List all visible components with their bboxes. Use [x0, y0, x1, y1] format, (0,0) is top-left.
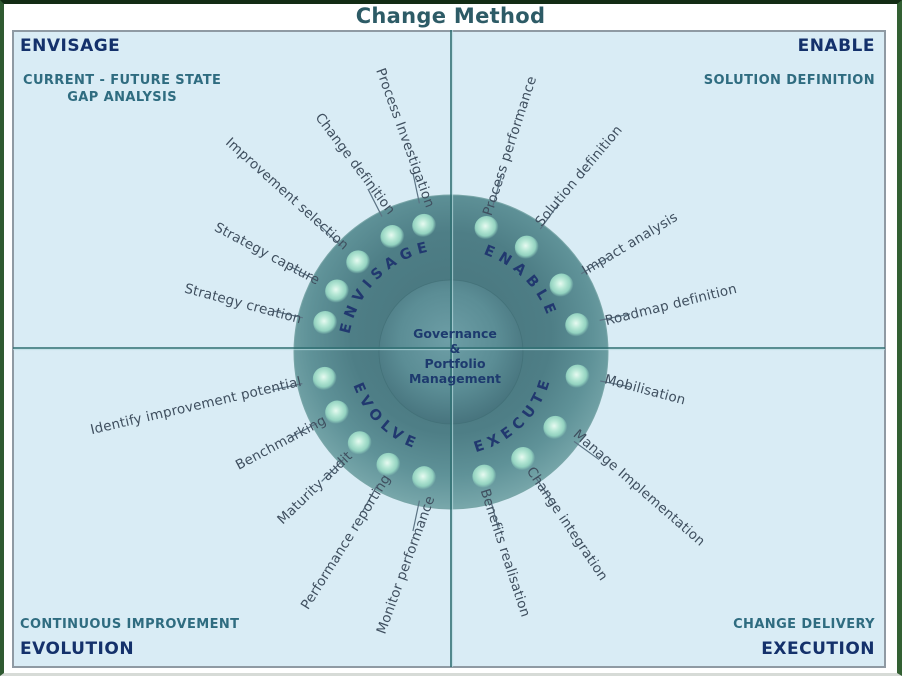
quadrant-enable-subtitle: SOLUTION DEFINITION — [703, 73, 875, 88]
quadrant-box: ENVISAGE CURRENT - FUTURE STATE GAP ANAL… — [12, 30, 886, 668]
quadrant-envisage-subtitle: CURRENT - FUTURE STATE GAP ANALYSIS — [23, 72, 221, 106]
quadrant-execution-subtitle: CHANGE DELIVERY — [733, 617, 875, 632]
quadrant-envisage-subtitle-line2: GAP ANALYSIS — [67, 90, 178, 105]
center-line-3: Portfolio — [424, 356, 486, 371]
quadrant-enable-heading: ENABLE — [797, 36, 875, 56]
center-line-4: Management — [408, 371, 502, 386]
quadrant-envisage-heading: ENVISAGE — [20, 36, 121, 56]
quadrant-envisage-subtitle-line1: CURRENT - FUTURE STATE — [23, 73, 222, 88]
governance-center-label: Governance & Portfolio Management — [409, 326, 501, 386]
center-line-1: Governance — [413, 326, 497, 341]
quadrant-evolution-heading: EVOLUTION — [20, 639, 135, 659]
quadrant-evolution-subtitle: CONTINUOUS IMPROVEMENT — [20, 617, 240, 632]
center-line-2: & — [449, 341, 461, 356]
quadrant-execution-heading: EXECUTION — [761, 639, 875, 659]
diagram-title: Change Method — [355, 4, 546, 28]
